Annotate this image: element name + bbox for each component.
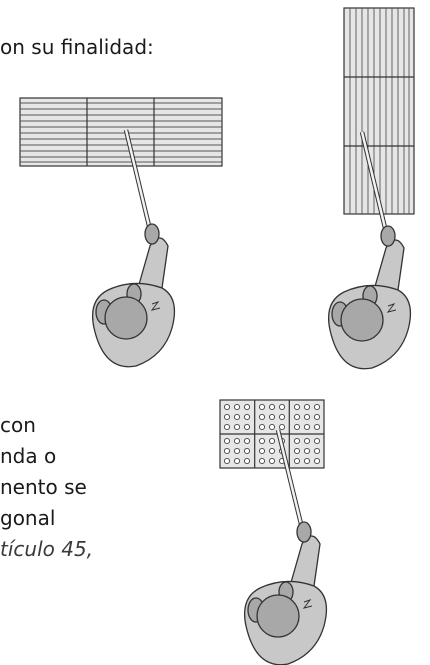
text-line-4: nento se xyxy=(0,475,87,499)
dot-paving xyxy=(219,399,325,469)
stripe-paving-horizontal xyxy=(19,97,223,167)
text-line-2: con xyxy=(0,413,36,437)
text-line-6: tículo 45, xyxy=(0,537,94,561)
white-cane xyxy=(123,129,153,231)
person-with-cane xyxy=(91,223,176,368)
text-line-1: on su finalidad: xyxy=(0,35,154,59)
person-with-cane xyxy=(327,225,412,370)
stripe-paving-vertical xyxy=(343,7,415,215)
white-cane xyxy=(359,131,389,233)
text-line-5: gonal xyxy=(0,506,56,530)
white-cane xyxy=(275,429,305,529)
person-with-cane xyxy=(243,521,328,665)
text-line-3: nda o xyxy=(0,444,57,468)
